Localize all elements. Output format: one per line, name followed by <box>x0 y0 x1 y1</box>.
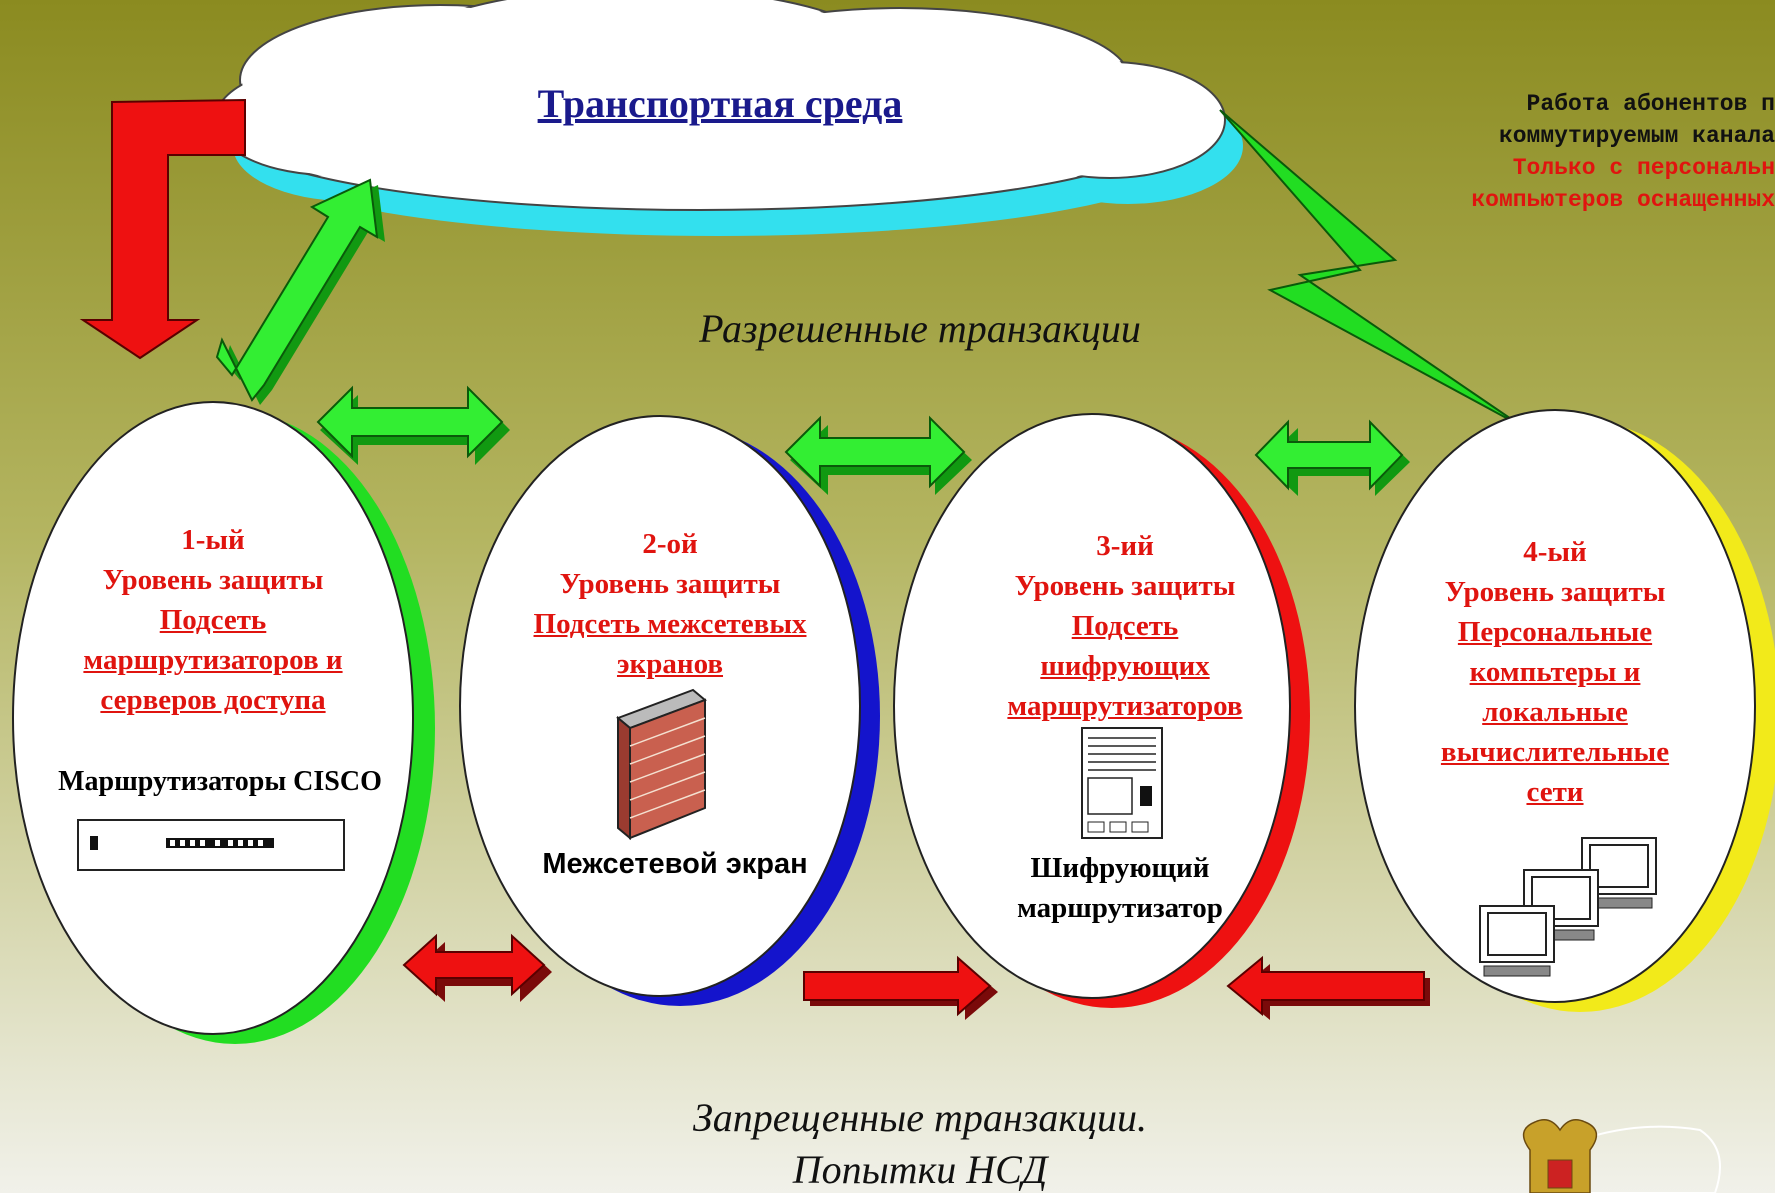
side-note-line-3: Только с персональн <box>1512 155 1775 181</box>
level-1-ellipse <box>12 401 435 1044</box>
level-2-number: 2-ой <box>642 528 698 560</box>
level-2-desc-line-1: Подсеть межсетевых <box>533 608 807 640</box>
level-4-text: 4-ый Уровень защиты Персональные компьте… <box>1385 532 1725 812</box>
side-note-line-4: компьютеров оснащенных <box>1471 187 1775 213</box>
level-3-device-line-2: маршрутизатор <box>1017 892 1223 924</box>
forbidden-arrow-1-2 <box>402 933 552 1002</box>
level-2-title: Уровень защиты <box>559 568 781 600</box>
level-4-desc-line-5: сети <box>1526 776 1584 808</box>
level-1-desc-line-2: маршрутизаторов и <box>83 644 343 676</box>
level-3-text: 3-ий Уровень защиты Подсеть шифрующих ма… <box>955 526 1295 726</box>
emblem-icon <box>1522 1119 1721 1193</box>
router-icon <box>77 819 345 871</box>
forbidden-line-2: Попытки НСД <box>792 1147 1048 1192</box>
forbidden-arrow-4-3 <box>1226 955 1430 1020</box>
forbidden-transactions-label: Запрещенные транзакции. Попытки НСД <box>0 1092 1775 1196</box>
level-1-desc-line-3: серверов доступа <box>100 684 326 716</box>
level-3-title: Уровень защиты <box>1014 570 1236 602</box>
encrypting-router-icon <box>1081 727 1163 839</box>
level-2-device-label: Межсетевой экран <box>542 848 808 880</box>
level-3-device-label: Шифрующий маршрутизатор <box>940 848 1300 928</box>
level-1-desc-line-1: Подсеть <box>159 604 267 636</box>
forbidden-line-1: Запрещенные транзакции. <box>692 1095 1148 1140</box>
level-4-desc-line-1: Персональные <box>1457 616 1653 648</box>
level-3-desc-line-3: маршрутизаторов <box>1007 690 1243 722</box>
level-3-ellipse <box>893 413 1310 1008</box>
transport-cloud <box>214 0 1243 236</box>
cloud-title: Транспортная среда <box>537 81 903 126</box>
level-1-text: 1-ый Уровень защиты Подсеть маршрутизато… <box>43 520 383 720</box>
level-1-title: Уровень защиты <box>102 564 324 596</box>
allowed-arrow-2-3 <box>784 415 972 495</box>
level-4-desc-line-2: компьтеры и <box>1469 656 1641 688</box>
level-4-number: 4-ый <box>1523 536 1587 568</box>
level-1-number: 1-ый <box>181 524 245 556</box>
level-4-desc-line-4: вычислительные <box>1440 736 1670 768</box>
allowed-transactions-label: Разрешенные транзакции <box>699 306 1141 351</box>
level-4-title: Уровень защиты <box>1444 576 1666 608</box>
level-3-desc-line-2: шифрующих <box>1040 650 1210 682</box>
forbidden-arrow-2-3 <box>803 955 998 1020</box>
level-3-device-line-1: Шифрующий <box>1030 852 1210 884</box>
cloud-link-arrow <box>215 178 385 405</box>
computers-icon <box>1479 837 1657 977</box>
level-4-desc-line-3: локальные <box>1482 696 1628 728</box>
level-3-desc-line-1: Подсеть <box>1071 610 1179 642</box>
firewall-icon <box>616 688 707 841</box>
side-note: Работа абонентов п коммутируемым канала … <box>1255 88 1775 216</box>
allowed-arrow-3-4 <box>1254 419 1410 496</box>
level-1-device-label: Маршрутизаторы CISCO <box>58 766 382 797</box>
level-3-number: 3-ий <box>1096 530 1154 562</box>
red-down-arrow <box>79 98 246 360</box>
side-note-line-1: Работа абонентов п <box>1526 91 1775 117</box>
side-note-line-2: коммутируемым канала <box>1498 123 1775 149</box>
level-2-text: 2-ой Уровень защиты Подсеть межсетевых э… <box>500 524 840 684</box>
level-2-desc-line-2: экранов <box>616 648 724 680</box>
allowed-arrow-1-2 <box>316 385 510 465</box>
